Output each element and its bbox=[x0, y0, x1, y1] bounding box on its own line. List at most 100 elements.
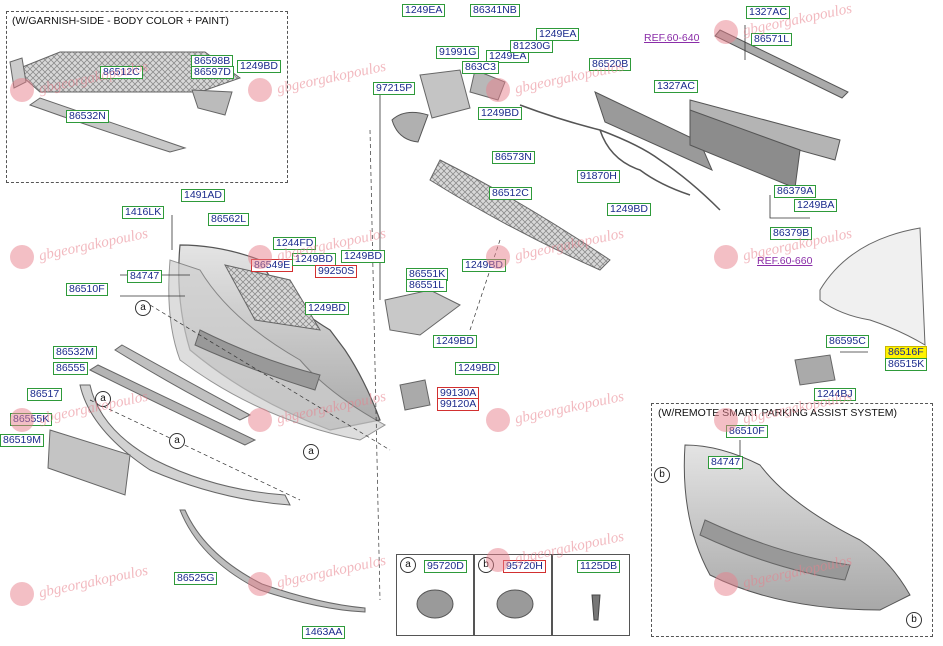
watermark-logo bbox=[486, 78, 510, 102]
watermark-logo bbox=[486, 245, 510, 269]
ref-60-660[interactable]: REF.60-660 bbox=[757, 255, 813, 267]
label-86532M[interactable]: 86532M bbox=[53, 346, 97, 359]
label-1327AC[interactable]: 1327AC bbox=[654, 80, 698, 93]
label-86517[interactable]: 86517 bbox=[27, 388, 63, 401]
label-86379B[interactable]: 86379B bbox=[770, 227, 813, 240]
marker-a: a bbox=[95, 391, 111, 407]
marker-a: a bbox=[400, 557, 416, 573]
label-86555[interactable]: 86555 bbox=[53, 362, 89, 375]
sensor-95720D bbox=[416, 589, 454, 619]
side-garnish-upper bbox=[191, 89, 233, 116]
watermark-logo bbox=[714, 245, 738, 269]
parking-bumper-intake bbox=[699, 519, 851, 581]
label-86573N[interactable]: 86573N bbox=[492, 151, 535, 164]
label-1125DB[interactable]: 1125DB bbox=[577, 560, 621, 573]
label-1244BJ[interactable]: 1244BJ bbox=[814, 388, 856, 401]
ref-60-640[interactable]: REF.60-640 bbox=[644, 32, 700, 44]
label-1491AD[interactable]: 1491AD bbox=[181, 189, 225, 202]
label-86532N[interactable]: 86532N bbox=[66, 110, 109, 123]
garnish-strip-lower-2 bbox=[88, 364, 257, 446]
label-81230G[interactable]: 81230G bbox=[510, 40, 554, 53]
sensor-holder bbox=[399, 379, 431, 411]
label-86562L[interactable]: 86562L bbox=[208, 213, 250, 226]
watermark-logo bbox=[10, 582, 34, 606]
upper-grille-panel bbox=[224, 264, 321, 331]
energy-absorber bbox=[594, 91, 713, 171]
label-91991G[interactable]: 91991G bbox=[436, 46, 480, 59]
side-bracket-right bbox=[384, 289, 461, 336]
label-99250S[interactable]: 99250S bbox=[315, 265, 358, 278]
label-1249BD[interactable]: 1249BD bbox=[237, 60, 281, 73]
label-99130A[interactable]: 99130A bbox=[437, 387, 480, 400]
label-1249BD[interactable]: 1249BD bbox=[607, 203, 651, 216]
skid-strip bbox=[179, 509, 366, 613]
plate-bracket bbox=[47, 429, 131, 496]
screw-1125DB bbox=[591, 594, 601, 621]
parking-inset-box bbox=[651, 403, 933, 637]
label-1249BD[interactable]: 1249BD bbox=[433, 335, 477, 348]
parking-bumper-cover bbox=[683, 444, 911, 611]
label-1249EA[interactable]: 1249EA bbox=[402, 4, 446, 17]
marker-a: a bbox=[135, 300, 151, 316]
label-86379A[interactable]: 86379A bbox=[774, 185, 817, 198]
caption-parking: (W/REMOTE SMART PARKING ASSIST SYSTEM) bbox=[658, 407, 898, 419]
label-86520B[interactable]: 86520B bbox=[589, 58, 632, 71]
marker-a: a bbox=[303, 444, 319, 460]
label-1249EA[interactable]: 1249EA bbox=[486, 50, 530, 63]
watermark-logo bbox=[248, 245, 272, 269]
label-91870H[interactable]: 91870H bbox=[577, 170, 620, 183]
label-1244FD[interactable]: 1244FD bbox=[273, 237, 317, 250]
label-86571L[interactable]: 86571L bbox=[751, 33, 793, 46]
front-fender bbox=[819, 227, 926, 346]
label-86597D[interactable]: 86597D bbox=[191, 66, 234, 79]
watermark-logo bbox=[10, 408, 34, 432]
label-86512C[interactable]: 86512C bbox=[100, 66, 143, 79]
label-86512C[interactable]: 86512C bbox=[489, 187, 532, 200]
watermark-logo bbox=[486, 408, 510, 432]
label-1416LK[interactable]: 1416LK bbox=[122, 206, 165, 219]
label-1249EA[interactable]: 1249EA bbox=[536, 28, 580, 41]
label-1249BD[interactable]: 1249BD bbox=[455, 362, 499, 375]
lamp-left bbox=[391, 111, 429, 143]
caption-garnish: (W/GARNISH-SIDE - BODY COLOR + PAINT) bbox=[12, 15, 229, 27]
label-95720D[interactable]: 95720D bbox=[424, 560, 467, 573]
table-cell-a bbox=[396, 554, 474, 636]
label-86341NB[interactable]: 86341NB bbox=[470, 4, 520, 17]
label-86515K[interactable]: 86515K bbox=[885, 358, 928, 371]
label-86510F[interactable]: 86510F bbox=[66, 283, 108, 296]
label-84747[interactable]: 84747 bbox=[708, 456, 744, 469]
label-1249BD[interactable]: 1249BD bbox=[292, 253, 336, 266]
front-bumper-face bbox=[168, 259, 387, 441]
wiring-harness bbox=[519, 104, 721, 211]
label-86595C[interactable]: 86595C bbox=[826, 335, 869, 348]
marker-b: b bbox=[654, 467, 670, 483]
sensor-95720H bbox=[496, 589, 534, 619]
label-863C3[interactable]: 863C3 bbox=[462, 61, 499, 74]
watermark-logo bbox=[248, 78, 272, 102]
label-86525G[interactable]: 86525G bbox=[174, 572, 218, 585]
label-1249BD[interactable]: 1249BD bbox=[478, 107, 522, 120]
garnish-inset-box bbox=[6, 11, 288, 183]
label-97215P[interactable]: 97215P bbox=[373, 82, 416, 95]
label-1327AC[interactable]: 1327AC bbox=[746, 6, 790, 19]
label-84747[interactable]: 84747 bbox=[127, 270, 163, 283]
label-99120A[interactable]: 99120A bbox=[437, 398, 480, 411]
watermark-logo bbox=[714, 20, 738, 44]
watermark-logo bbox=[10, 78, 34, 102]
label-86519M[interactable]: 86519M bbox=[0, 434, 44, 447]
label-1463AA[interactable]: 1463AA bbox=[302, 626, 346, 639]
table-cell-b bbox=[474, 554, 552, 636]
label-1249BA[interactable]: 1249BA bbox=[794, 199, 838, 212]
watermark-logo bbox=[714, 572, 738, 596]
lip-spoiler bbox=[79, 384, 291, 506]
label-1249BD[interactable]: 1249BD bbox=[341, 250, 385, 263]
marker-a: a bbox=[169, 433, 185, 449]
table-cell-screw bbox=[552, 554, 630, 636]
label-86551L[interactable]: 86551L bbox=[406, 279, 448, 292]
label-1249BD[interactable]: 1249BD bbox=[305, 302, 349, 315]
watermark-logo bbox=[248, 572, 272, 596]
fender-bracket bbox=[794, 354, 836, 386]
marker-b: b bbox=[906, 612, 922, 628]
